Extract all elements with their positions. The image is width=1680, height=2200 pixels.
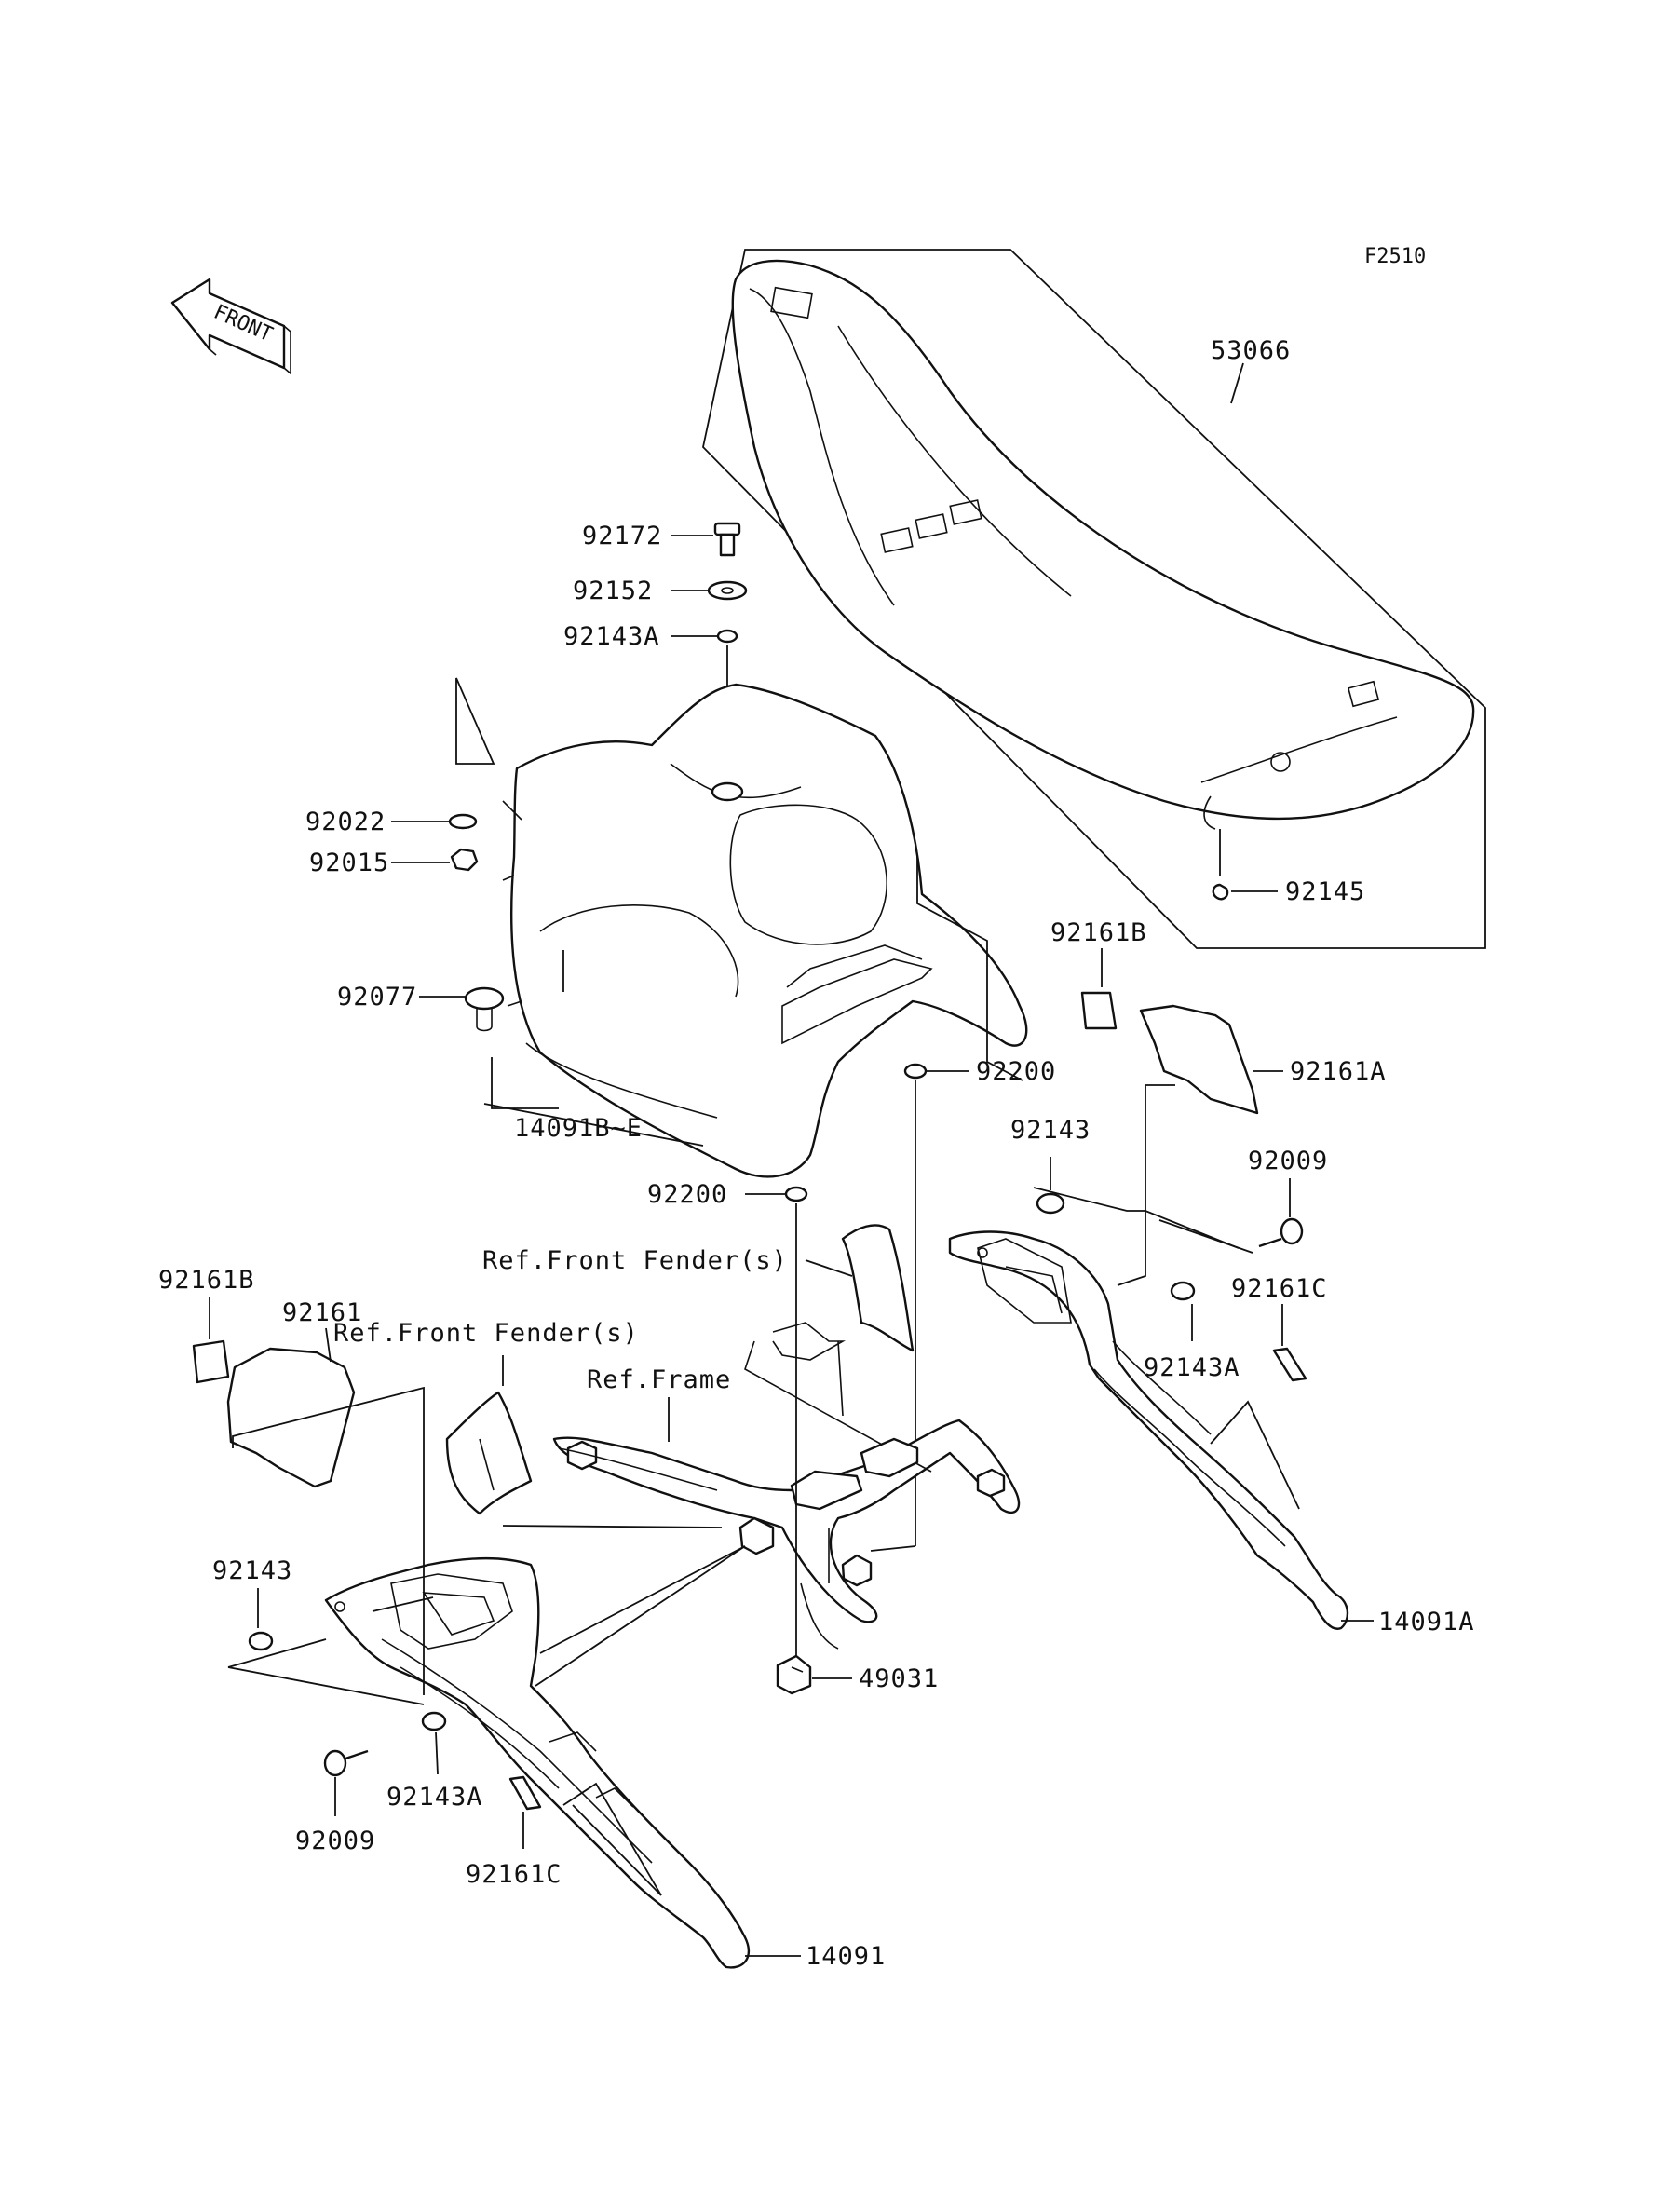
washer-92143-left-icon <box>248 1631 274 1651</box>
washer-92200-lower-icon <box>784 1186 808 1202</box>
bolt-92009-right-icon <box>1258 1217 1304 1248</box>
clip-92145-icon <box>1212 883 1229 901</box>
decal-92161c-right-icon <box>1272 1347 1307 1382</box>
rear-fender-14091be <box>455 677 1028 1178</box>
label-14091a: 14091A <box>1378 1608 1475 1636</box>
label-14091be: 14091B~E <box>514 1114 643 1143</box>
label-92143a-top: 92143A <box>563 622 660 651</box>
washer-92152-icon <box>707 580 748 601</box>
washer-92143-right-icon <box>1036 1192 1065 1215</box>
grommet-92077-icon <box>464 986 505 1032</box>
label-92200-upper: 92200 <box>976 1057 1056 1086</box>
label-53066: 53066 <box>1211 336 1291 365</box>
label-14091: 14091 <box>806 1942 886 1971</box>
label-ref-frame: Ref.Frame <box>587 1365 731 1394</box>
nut-92015-icon <box>450 848 479 872</box>
clip-49031-icon <box>776 1654 812 1695</box>
label-ref-front-fender-left: Ref.Front Fender(s) <box>333 1319 639 1348</box>
bolt-92009-left-icon <box>323 1749 369 1777</box>
decal-92161b-right-icon <box>1080 991 1118 1030</box>
label-92161b-right: 92161B <box>1050 918 1147 947</box>
label-92143a-right: 92143A <box>1144 1353 1240 1382</box>
decal-92161c-left-icon <box>508 1775 542 1811</box>
bolt-92172-icon <box>713 522 741 557</box>
label-92145: 92145 <box>1285 877 1365 906</box>
label-92143-left: 92143 <box>212 1556 292 1585</box>
decal-92161a-icon <box>1139 1004 1259 1115</box>
label-92161: 92161 <box>282 1298 362 1327</box>
label-92015: 92015 <box>309 849 389 877</box>
side-fender-14091 <box>324 1557 751 1969</box>
label-92077: 92077 <box>337 983 417 1012</box>
label-92172: 92172 <box>582 522 662 550</box>
label-92152: 92152 <box>573 577 653 605</box>
label-92143-right: 92143 <box>1010 1116 1091 1145</box>
seat-assembly <box>702 249 1486 949</box>
label-92161c-right: 92161C <box>1231 1274 1328 1303</box>
label-92009-right: 92009 <box>1248 1147 1328 1175</box>
washer-92143a-right-icon <box>1170 1281 1196 1301</box>
label-92161c-left: 92161C <box>466 1860 562 1889</box>
washer-92200-upper-icon <box>903 1063 928 1080</box>
label-92022: 92022 <box>305 808 386 836</box>
label-ref-front-fender-right: Ref.Front Fender(s) <box>482 1246 788 1275</box>
frame-reference <box>552 1224 1021 1650</box>
washer-92022-icon <box>448 813 478 830</box>
figure-code: F2510 <box>1364 245 1426 268</box>
label-49031: 49031 <box>859 1664 939 1693</box>
washer-92143a-left-icon <box>421 1711 447 1731</box>
washer-92143a-top-icon <box>716 629 738 644</box>
side-fender-14091a <box>948 1230 1349 1630</box>
label-92200-lower: 92200 <box>647 1180 727 1209</box>
label-92161a: 92161A <box>1290 1057 1387 1086</box>
decal-92161-icon <box>226 1347 356 1488</box>
front-arrow-icon: FRONT <box>170 278 291 375</box>
decal-92161b-left-icon <box>192 1339 230 1384</box>
label-92161b-left: 92161B <box>158 1266 255 1295</box>
label-92009-left: 92009 <box>295 1827 375 1855</box>
label-92143a-left: 92143A <box>386 1783 483 1812</box>
